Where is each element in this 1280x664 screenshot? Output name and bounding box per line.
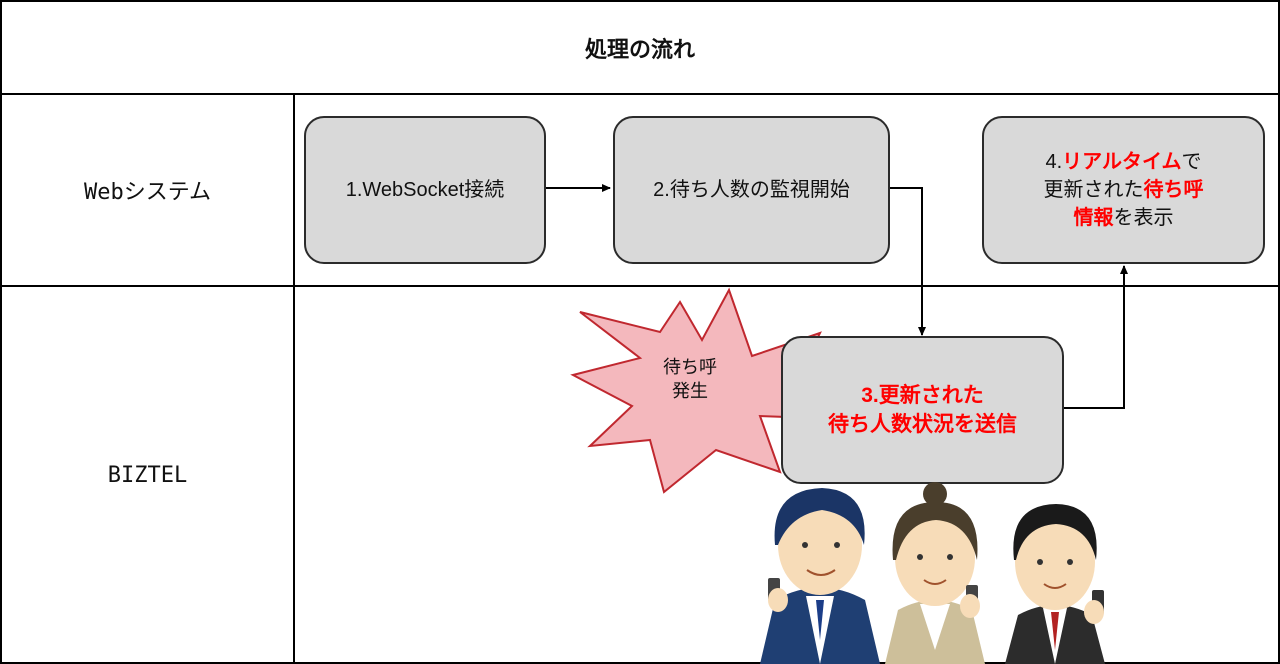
lane-label-web-system: Webシステム — [83, 180, 212, 205]
lane-label-biztel: BIZTEL — [107, 462, 188, 488]
step3-line1: 3.更新された — [861, 383, 984, 407]
highlight-realtime: リアルタイム — [1062, 151, 1182, 173]
step3-box: 3.更新された 待ち人数状況を送信 — [781, 336, 1064, 484]
highlight-info: 情報 — [1073, 207, 1114, 229]
operator-left — [760, 488, 880, 664]
burst-label: 待ち呼 発生 — [663, 357, 717, 403]
step2-box: 2.待ち人数の監視開始 — [613, 116, 890, 264]
step2-text: 2.待ち人数の監視開始 — [653, 179, 850, 201]
operator-middle — [885, 482, 985, 664]
arrow-step2-to-step3 — [890, 187, 926, 336]
step1-box: 1.WebSocket接続 — [304, 116, 546, 264]
highlight-waiting-calls: 待ち呼 — [1143, 179, 1204, 201]
step1-text: 1.WebSocket接続 — [345, 179, 505, 201]
operator-right — [1005, 504, 1105, 664]
arrow-step3-to-step4 — [1064, 265, 1128, 409]
diagram-title: 処理の流れ — [584, 38, 695, 63]
step4-box: 4.リアルタイムで 更新された待ち呼 情報を表示 — [982, 116, 1265, 264]
step3-line2: 待ち人数状況を送信 — [828, 413, 1017, 436]
